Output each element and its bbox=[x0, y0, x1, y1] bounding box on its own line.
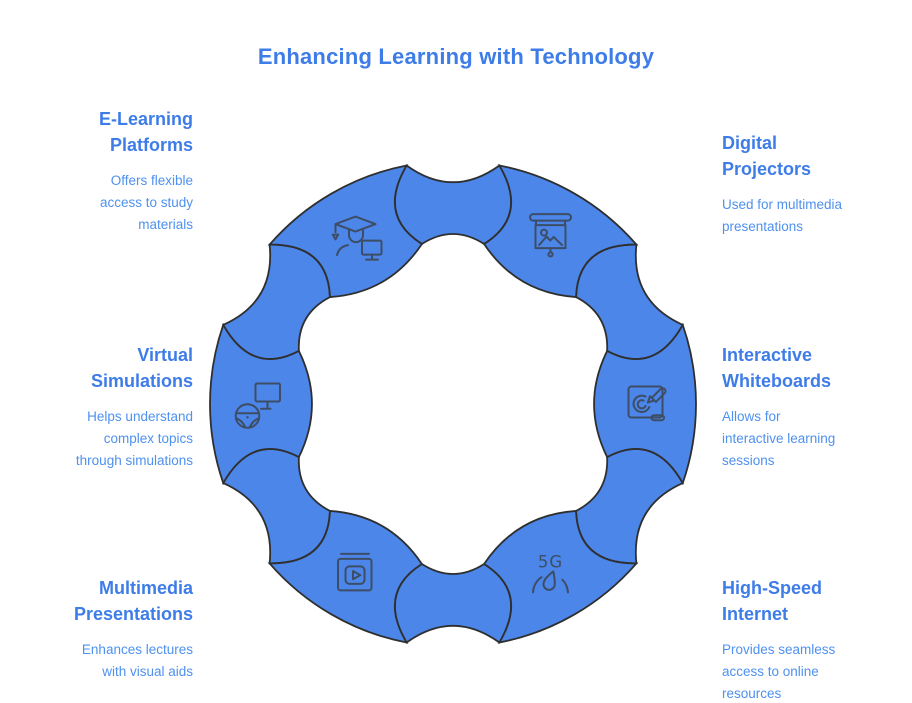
steering-wheel-monitor-icon bbox=[234, 382, 281, 429]
segment-connector bbox=[575, 448, 685, 565]
segment-description: Enhances lectures with visual aids bbox=[81, 642, 193, 679]
segment-title: Interactive Whiteboards bbox=[722, 345, 832, 391]
graduation-cap-monitor-icon bbox=[331, 215, 383, 261]
cycle-diagram: 5G bbox=[209, 164, 697, 644]
segment-title: Multimedia Presentations bbox=[73, 578, 193, 624]
segment-description: Used for multimedia presentations bbox=[722, 197, 843, 234]
segment-title: Digital Projectors bbox=[722, 133, 812, 179]
segment-connector bbox=[221, 448, 331, 565]
segment-connector bbox=[575, 243, 685, 360]
projector-screen-icon bbox=[529, 213, 572, 258]
video-book-icon bbox=[337, 552, 373, 592]
segment-label-block: Interactive Whiteboards Allows for inter… bbox=[722, 342, 892, 472]
segment-label-block: E-Learning Platforms Offers flexible acc… bbox=[28, 106, 193, 236]
svg-text:5G: 5G bbox=[538, 552, 563, 571]
segment-description: Offers flexible access to study material… bbox=[99, 173, 193, 232]
page-title: Enhancing Learning with Technology bbox=[257, 44, 655, 69]
5g-speedometer-icon: 5G bbox=[532, 552, 569, 594]
segment-description: Helps understand complex topics through … bbox=[75, 409, 193, 468]
segment-label-block: Virtual Simulations Helps understand com… bbox=[28, 342, 193, 472]
segment-title: High-Speed Internet bbox=[722, 578, 823, 624]
segment-connector bbox=[221, 243, 331, 360]
segment-connector bbox=[394, 164, 512, 246]
segment-label-block: Digital Projectors Used for multimedia p… bbox=[722, 130, 892, 238]
segment-description: Provides seamless access to online resou… bbox=[722, 642, 836, 701]
segment-label-block: Multimedia Presentations Enhances lectur… bbox=[28, 575, 193, 683]
segment-title: E-Learning Platforms bbox=[98, 109, 193, 155]
segment-description: Allows for interactive learning sessions bbox=[722, 409, 836, 468]
whiteboard-pen-icon bbox=[627, 385, 667, 422]
segment-wedge bbox=[482, 509, 639, 644]
segment-connector bbox=[394, 562, 512, 644]
segment-wedge bbox=[482, 164, 639, 299]
segment-wedge bbox=[209, 322, 313, 486]
segment-title: Virtual Simulations bbox=[90, 345, 193, 391]
segment-wedge bbox=[267, 164, 424, 299]
segment-label-block: High-Speed Internet Provides seamless ac… bbox=[722, 575, 892, 703]
segment-wedge bbox=[593, 322, 697, 486]
